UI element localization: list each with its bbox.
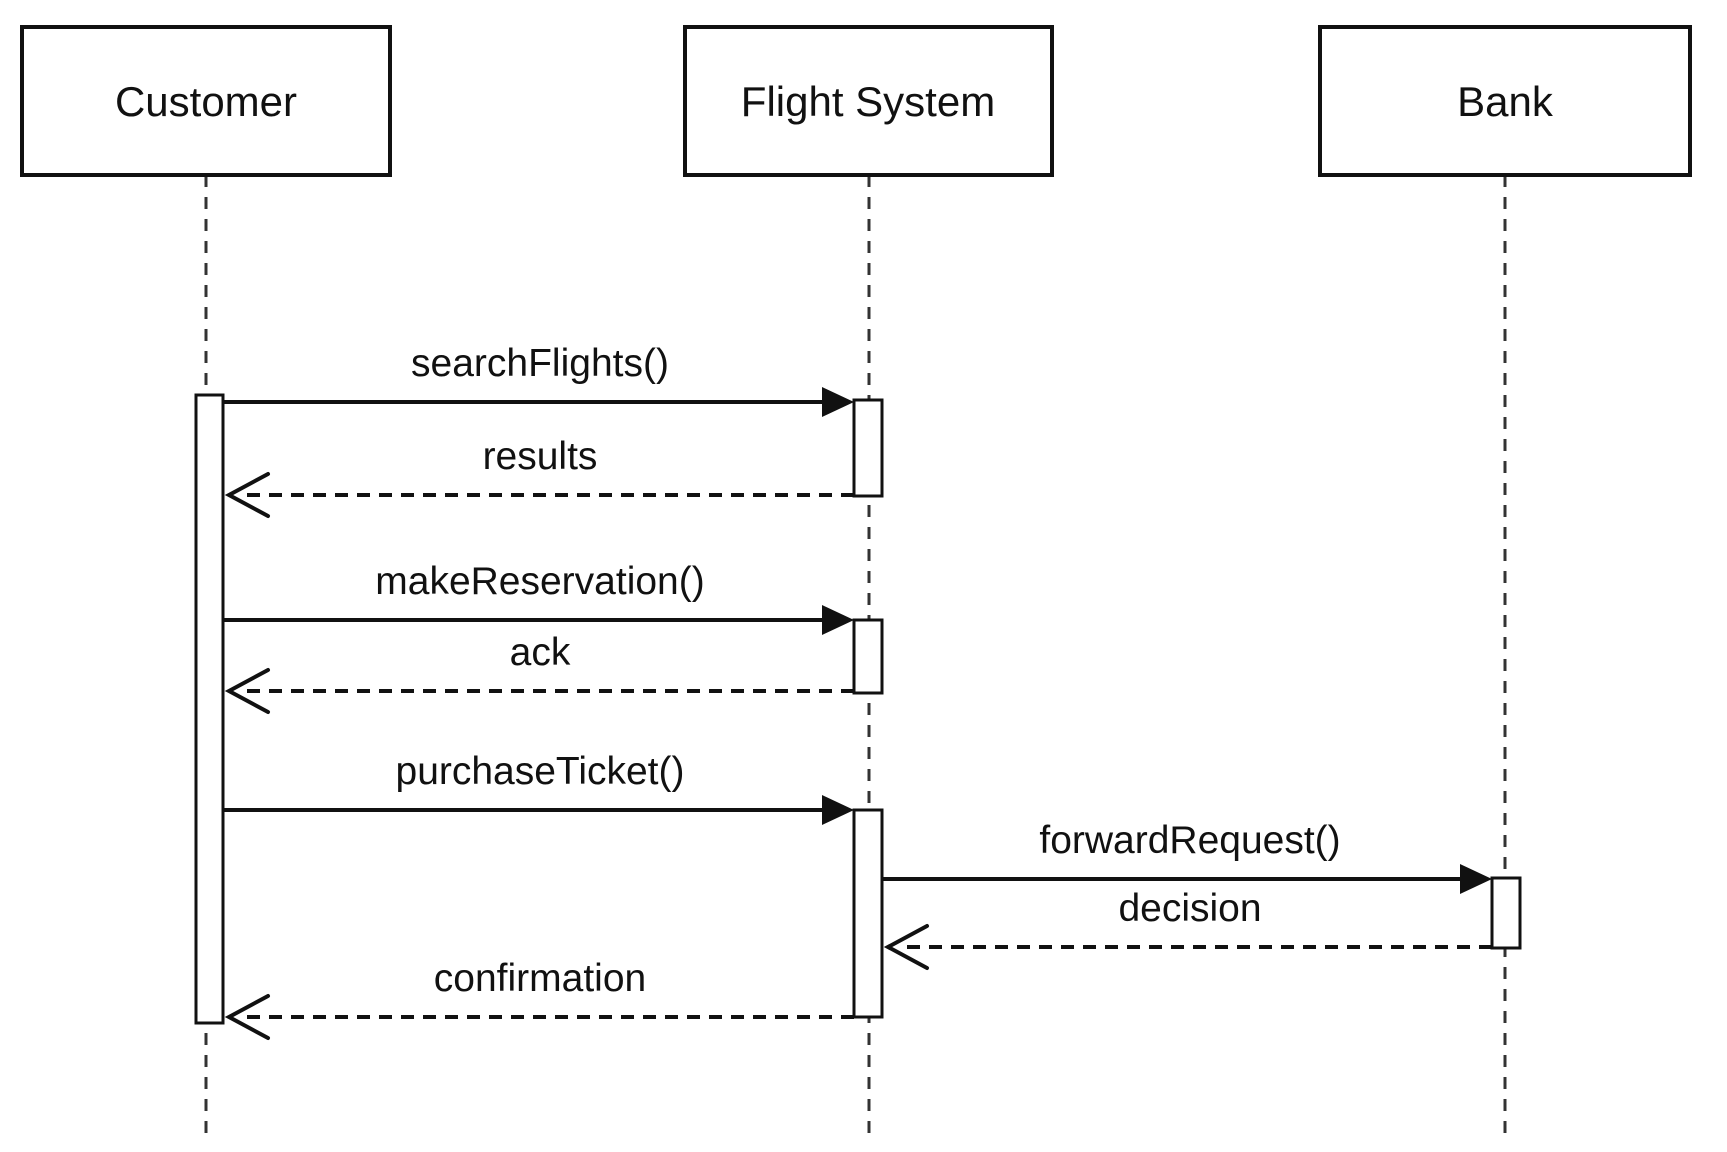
message-ack: ack [224,631,854,714]
message-decision: decision [883,887,1492,970]
activation-bar-flight-system-1 [852,398,884,498]
message-results: results [224,435,854,518]
actor-box-bank [1318,25,1692,177]
arrowhead-filled-forward-request [1460,864,1492,894]
message-label-ack: ack [510,631,571,674]
activation-bar-customer [194,393,225,1025]
message-label-confirmation: confirmation [434,957,646,1000]
message-confirmation: confirmation [224,957,854,1040]
arrowhead-filled-search-flights [822,387,854,417]
message-label-search-flights: searchFlights() [411,342,669,385]
message-label-make-reservation: makeReservation() [375,560,704,603]
message-purchase-ticket: purchaseTicket() [223,750,854,825]
actor-box-customer [20,25,392,177]
message-label-results: results [483,435,598,478]
arrowhead-filled-make-reservation [822,605,854,635]
activation-bar-flight-system-3 [852,808,884,1019]
message-search-flights: searchFlights() [223,342,854,417]
arrowhead-open-confirmation [224,994,270,1040]
message-make-reservation: makeReservation() [223,560,854,635]
message-label-decision: decision [1118,887,1261,930]
activation-bar-bank [1490,876,1522,950]
activation-bar-flight-system-2 [852,618,884,695]
arrowhead-open-decision [883,924,929,970]
actor-box-flight-system [683,25,1054,177]
actor-label-flight-system: Flight System [741,78,995,125]
message-label-purchase-ticket: purchaseTicket() [396,750,685,793]
arrowhead-open-ack [224,668,270,714]
actor-label-customer: Customer [115,78,297,125]
message-label-forward-request: forwardRequest() [1039,819,1340,862]
actor-label-bank: Bank [1457,78,1554,125]
arrowhead-open-results [224,472,270,518]
arrowhead-filled-purchase-ticket [822,795,854,825]
message-forward-request: forwardRequest() [882,819,1492,894]
